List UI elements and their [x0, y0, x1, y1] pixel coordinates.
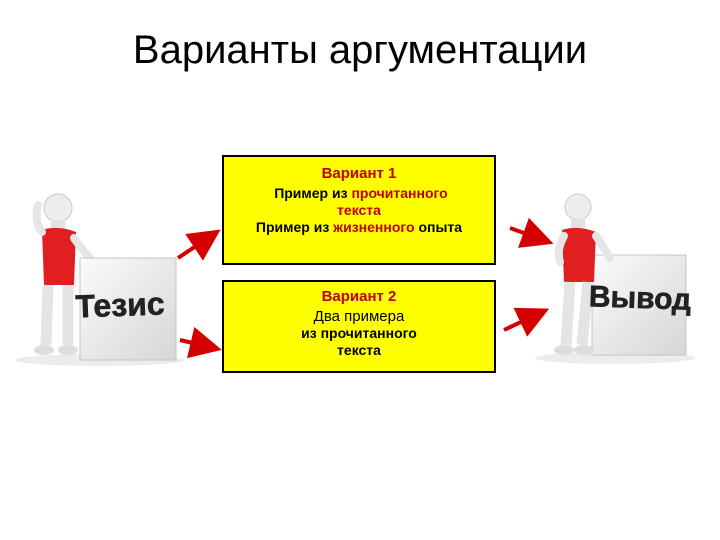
conclusion-figure: [535, 193, 695, 364]
arrow-variant2-to-conclusion: [503, 307, 550, 337]
arrow-thesis-to-variant1: [176, 229, 221, 261]
variant1-line2: текста: [337, 202, 381, 218]
variant1-line1: Пример из прочитанного: [274, 185, 448, 201]
arrow-variant1-to-conclusion: [509, 217, 554, 248]
variant1-line3: Пример из жизненного опыта: [255, 219, 463, 235]
variant2-box: Вариант 2 Два примера из прочитанного те…: [222, 280, 496, 373]
variant1-box: Вариант 1 Пример из прочитанного текста …: [222, 155, 496, 265]
slide-title: Варианты аргументации: [132, 28, 588, 72]
conclusion-label: Вывод: [588, 280, 691, 317]
variant1-header: Вариант 1: [321, 165, 397, 182]
thesis-label: Тезис: [75, 285, 165, 324]
arrow-thesis-to-variant2: [179, 326, 222, 359]
variant2-line1: Два примера: [313, 308, 405, 325]
variant2-line2: из прочитанного: [301, 325, 417, 341]
thesis-figure: [15, 193, 185, 366]
variant2-line3: текста: [337, 342, 381, 358]
variant2-header: Вариант 2: [321, 288, 397, 305]
